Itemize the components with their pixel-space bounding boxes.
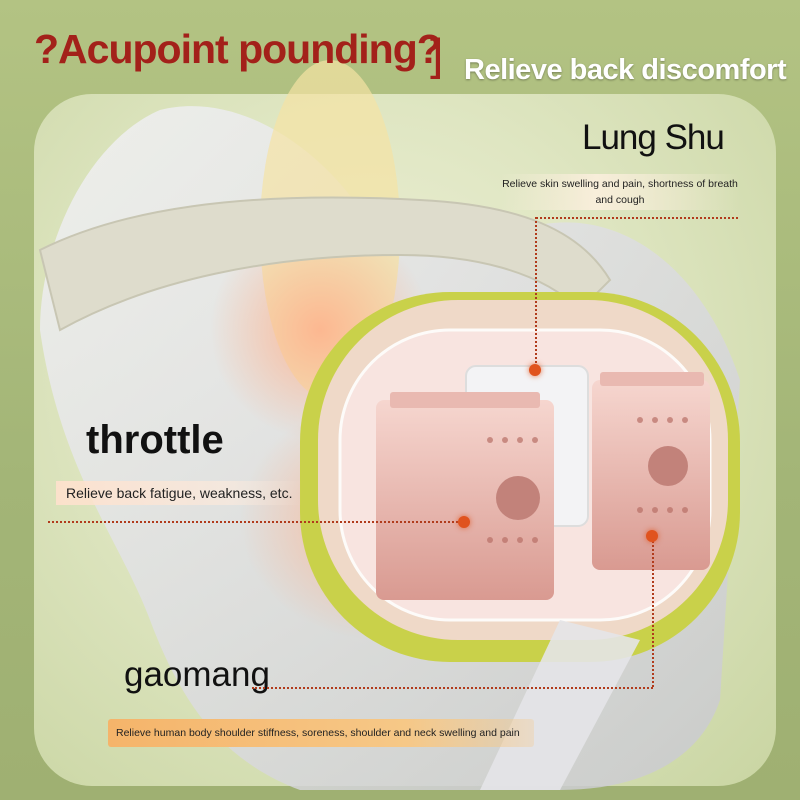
- throttle-marker: [458, 516, 470, 528]
- throttle-label: throttle: [86, 418, 224, 462]
- throttle-leader: [48, 521, 462, 523]
- gaomang-description: Relieve human body shoulder stiffness, s…: [108, 719, 534, 747]
- title-acupoint-pounding: ?Acupoint pounding?: [34, 26, 442, 72]
- title-bracket: ]: [426, 30, 444, 84]
- throttle-description: Relieve back fatigue, weakness, etc.: [56, 481, 303, 505]
- title-relieve-back: Relieve back discomfort: [464, 54, 787, 86]
- gaomang-label: gaomang: [124, 655, 270, 694]
- lung-shu-label: Lung Shu: [582, 118, 725, 157]
- left-pounding-head: [376, 392, 554, 600]
- gaomang-marker: [646, 530, 658, 542]
- lung-shu-description: Relieve skin swelling and pain, shortnes…: [500, 174, 740, 210]
- right-pounding-head: [592, 372, 710, 570]
- arm: [480, 620, 640, 790]
- lung-shu-marker: [529, 364, 541, 376]
- gaomang-leader-horizontal: [252, 687, 653, 689]
- gaomang-leader-vertical: [652, 537, 654, 687]
- lung-shu-leader-horizontal: [536, 217, 738, 219]
- lung-shu-leader-vertical: [535, 217, 537, 367]
